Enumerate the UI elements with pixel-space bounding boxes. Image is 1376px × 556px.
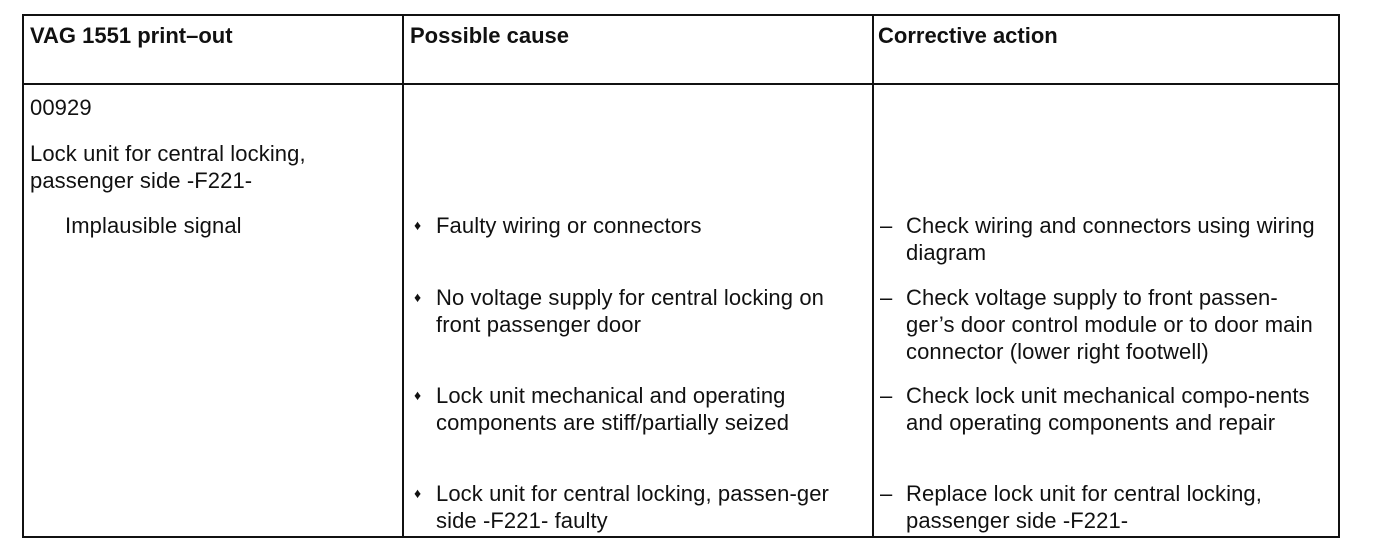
cause-2: No voltage supply for central locking on… xyxy=(436,285,824,337)
cause-1: Faulty wiring or connectors xyxy=(436,213,702,238)
header-cause: Possible cause xyxy=(410,23,569,48)
dash-icon: – xyxy=(880,383,893,408)
bullet-icon: ♦ xyxy=(414,289,422,305)
action-2: Check voltage supply to front passen-ger… xyxy=(906,285,1313,364)
dash-icon: – xyxy=(880,481,893,506)
fault-code: 00929 xyxy=(30,95,92,120)
header-printout: VAG 1551 print–out xyxy=(30,23,233,48)
bullet-icon: ♦ xyxy=(414,485,422,501)
action-3: Check lock unit mechanical compo-nents a… xyxy=(906,383,1310,435)
dash-icon: – xyxy=(880,285,893,310)
dash-icon: – xyxy=(880,213,893,238)
fault-type: Implausible signal xyxy=(65,213,242,238)
column-divider-1 xyxy=(402,16,404,536)
action-1: Check wiring and connectors using wiring… xyxy=(906,213,1315,265)
action-4: Replace lock unit for central locking, p… xyxy=(906,481,1262,533)
diagnosis-table: VAG 1551 print–out Possible cause Correc… xyxy=(22,14,1340,538)
header-action: Corrective action xyxy=(878,23,1058,48)
bullet-icon: ♦ xyxy=(414,387,422,403)
bullet-icon: ♦ xyxy=(414,217,422,233)
cause-3: Lock unit mechanical and operating compo… xyxy=(436,383,790,435)
component-name: Lock unit for central locking, passenger… xyxy=(30,141,306,193)
cause-4: Lock unit for central locking, passen-ge… xyxy=(436,481,829,533)
header-divider xyxy=(24,83,1338,85)
column-divider-2 xyxy=(872,16,874,536)
